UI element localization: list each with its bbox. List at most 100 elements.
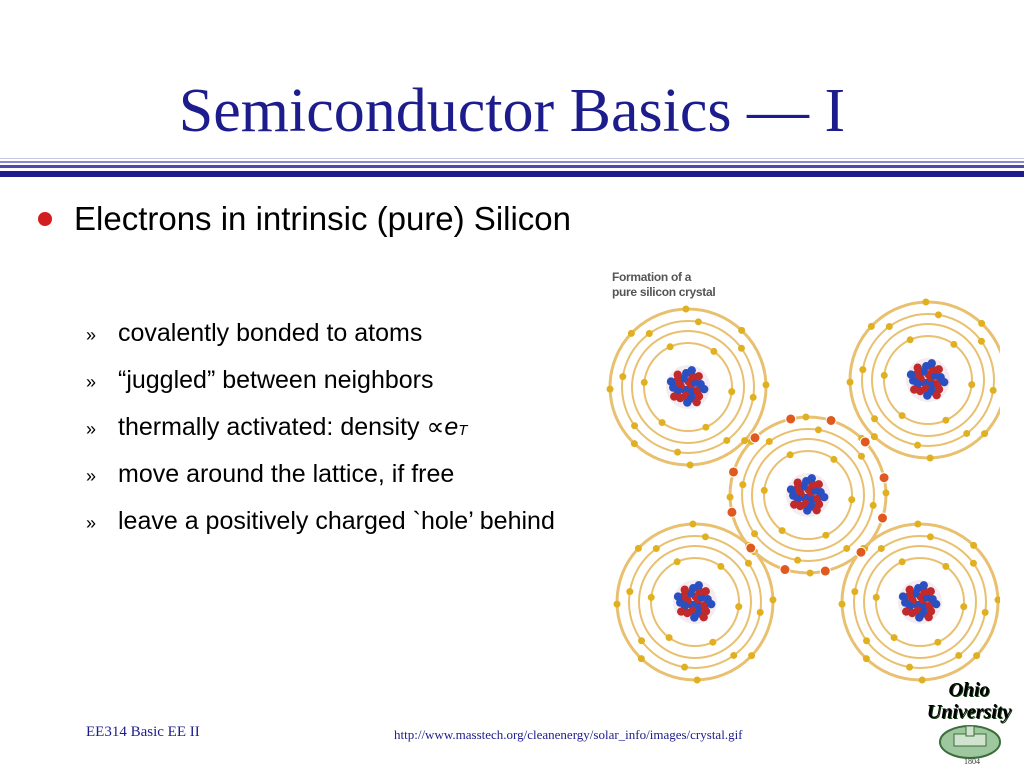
electron: [606, 385, 614, 393]
footer-course: EE314 Basic EE II: [86, 724, 200, 740]
electron: [682, 305, 690, 313]
bullet-dot-icon: [38, 212, 52, 226]
main-bullet-text: Electrons in intrinsic (pure) Silicon: [74, 200, 572, 237]
electron: [613, 600, 621, 608]
neutron: [666, 377, 676, 386]
shared-electron: [785, 413, 797, 425]
neutron: [820, 492, 829, 502]
electron: [709, 638, 717, 646]
shared-electron: [749, 432, 761, 444]
electron: [898, 412, 906, 420]
electron: [674, 448, 682, 456]
electron: [728, 388, 736, 396]
electron-shell: [863, 545, 977, 659]
electron: [843, 544, 851, 552]
electron: [955, 651, 963, 659]
proton: [812, 505, 821, 515]
sub-bullet: » leave a positively charged `hole’ behi…: [86, 499, 555, 546]
electron: [693, 676, 701, 684]
neutron: [700, 384, 709, 394]
electron: [702, 423, 710, 431]
electron: [981, 430, 989, 438]
electron: [867, 322, 875, 330]
footer-url: http://www.masstech.org/cleanenergy/sola…: [394, 727, 743, 742]
electron: [626, 588, 634, 596]
chevron-icon: »: [86, 466, 97, 486]
electron: [630, 440, 638, 448]
electron: [694, 318, 702, 326]
proton: [670, 392, 679, 401]
chevron-icon: »: [86, 372, 97, 392]
electron: [970, 541, 978, 549]
logo-year: 1804: [964, 757, 980, 766]
electron: [871, 415, 879, 423]
electron: [769, 596, 777, 604]
logo-line-2: University: [927, 701, 1012, 723]
proton: [793, 478, 802, 487]
electron: [851, 588, 859, 596]
neutron: [786, 485, 796, 494]
figure-caption: Formation of a pure silicon crystal: [612, 270, 716, 300]
proton: [701, 587, 710, 596]
neutron: [694, 581, 703, 590]
neutron: [906, 370, 916, 379]
neutron: [807, 474, 816, 483]
electron: [934, 311, 942, 319]
electron: [906, 663, 914, 671]
electron: [890, 634, 898, 642]
neutron: [932, 599, 941, 609]
electron-shell: [853, 535, 987, 669]
sub-bullet-text: leave a positively charged `hole’ behind: [118, 507, 555, 535]
title-underline: [0, 158, 1024, 177]
proton: [913, 363, 922, 372]
electron-shell: [650, 557, 740, 647]
electron: [880, 371, 888, 379]
sub-bullet-text: move around the lattice, if free: [118, 460, 455, 488]
neutron: [803, 506, 812, 515]
electron: [802, 413, 810, 421]
electron: [994, 596, 1000, 604]
proton: [677, 607, 686, 616]
electron: [963, 429, 971, 437]
electron-shell: [751, 438, 865, 552]
proton: [934, 365, 943, 374]
electron: [749, 393, 757, 401]
electron: [640, 378, 648, 386]
electron-shell: [628, 535, 762, 669]
electron: [741, 437, 749, 445]
electron: [914, 441, 922, 449]
electron: [862, 655, 870, 663]
electron: [627, 329, 635, 337]
electron: [666, 343, 674, 351]
electron: [631, 422, 639, 430]
electron: [906, 336, 914, 344]
caption-line-2: pure silicon crystal: [612, 285, 716, 299]
electron: [689, 520, 697, 528]
electron: [968, 381, 976, 389]
electron-shell: [763, 450, 853, 540]
shared-electron: [779, 564, 791, 576]
formula-base: e: [444, 413, 459, 441]
electron: [882, 489, 890, 497]
electron: [760, 486, 768, 494]
electron: [738, 326, 746, 334]
electron: [922, 298, 930, 306]
sub-bullet: » move around the lattice, if free: [86, 452, 555, 499]
electron-shell: [643, 342, 733, 432]
electron: [748, 652, 756, 660]
electron: [634, 544, 642, 552]
neutron: [898, 592, 908, 601]
electron: [859, 366, 867, 374]
silicon-crystal-diagram: [606, 298, 1000, 684]
electron: [765, 438, 773, 446]
sub-bullet: » covalently bonded to atoms: [86, 311, 555, 358]
proton: [673, 370, 682, 379]
electron: [950, 340, 958, 348]
electron: [717, 562, 725, 570]
electron: [822, 531, 830, 539]
neutron: [940, 377, 949, 387]
electron: [665, 634, 673, 642]
electron: [942, 416, 950, 424]
electron: [658, 419, 666, 427]
